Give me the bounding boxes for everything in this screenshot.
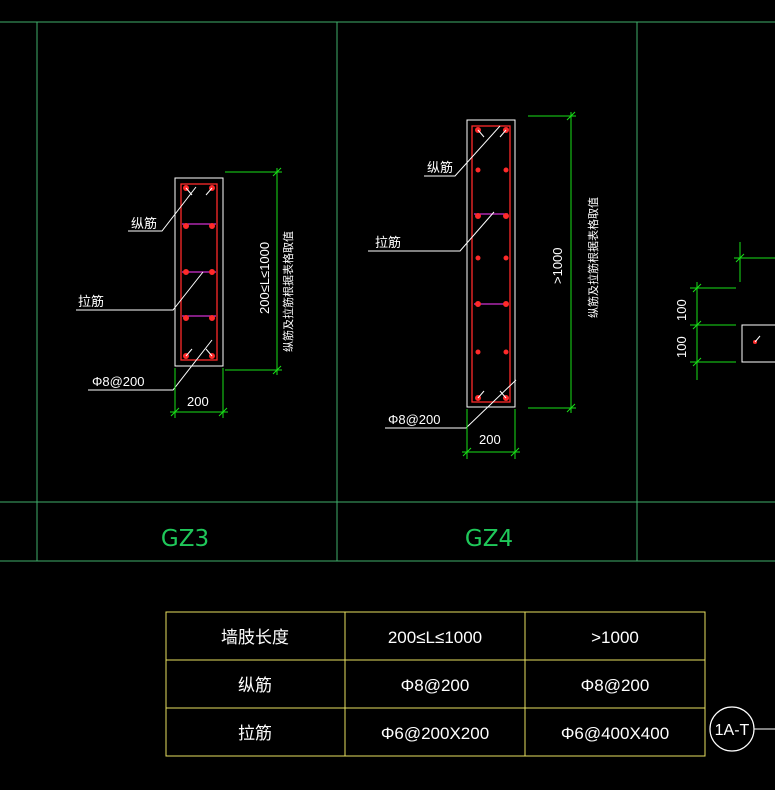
gz4-label-longitudinal: 纵筋 [427,160,453,175]
gz3-dim-length: 200≤L≤1000 [257,242,272,314]
gz3-label-tie: 拉筋 [78,294,104,309]
gz4-length-dimension [528,111,576,413]
gz4-leaders [368,125,517,429]
gz4-rebar-dots [475,127,509,401]
gz4-label-stirrup: Φ8@200 [388,412,441,427]
section-marker[interactable]: 1A-T [709,706,775,752]
partial-dim-a: 100 [674,299,689,321]
gz3-leaders [76,186,213,391]
table-cell: 墙肢长度 [221,628,289,647]
gz4-column-outline [466,119,516,408]
gz3-width-dimension [170,368,228,418]
partial-column-outline [741,324,775,363]
gz4-label-tie: 拉筋 [375,235,401,250]
gz4-dim-length: >1000 [550,247,565,284]
table-cell: 拉筋 [238,724,272,743]
gz4-dim-width: 200 [479,432,501,447]
gz3-label-longitudinal: 纵筋 [131,216,157,231]
table-cell: Φ8@200 [581,676,650,695]
gz3-label-stirrup: Φ8@200 [92,374,145,389]
gz3-length-dimension [225,167,282,375]
gz4-width-dimension [462,409,520,459]
table-cell: 纵筋 [238,676,272,695]
partial-detail: 100 100 [674,242,775,380]
gz3-dim-width: 200 [187,394,209,409]
table-cell: Φ6@200X200 [381,724,489,743]
gz3-title: GZ3 [161,526,209,552]
gz3-bar-cage [180,183,218,361]
table-cell: 200≤L≤1000 [388,628,482,647]
gz4-detail: 纵筋 拉筋 Φ8@200 200 >1000 纵筋及拉筋根据表格取值 [368,111,600,459]
gz4-bar-cage [471,125,511,403]
rebar-table: 墙肢长度 200≤L≤1000 >1000 纵筋 Φ8@200 Φ8@200 拉… [165,611,706,757]
section-marker-label: 1A-T [715,722,750,739]
table-cell: >1000 [591,628,639,647]
gz3-dim-note: 纵筋及拉筋根据表格取值 [281,231,295,352]
gz4-dim-note: 纵筋及拉筋根据表格取值 [586,197,600,318]
title-grid-frame [0,21,775,562]
table-cell: Φ8@200 [401,676,470,695]
gz4-title: GZ4 [465,526,513,552]
gz3-column-outline [174,177,224,367]
table-cell: Φ6@400X400 [561,724,669,743]
partial-dim-b: 100 [674,336,689,358]
gz3-detail: 纵筋 拉筋 Φ8@200 200 200≤L≤1000 纵筋及拉筋根据表格取值 [76,167,295,418]
